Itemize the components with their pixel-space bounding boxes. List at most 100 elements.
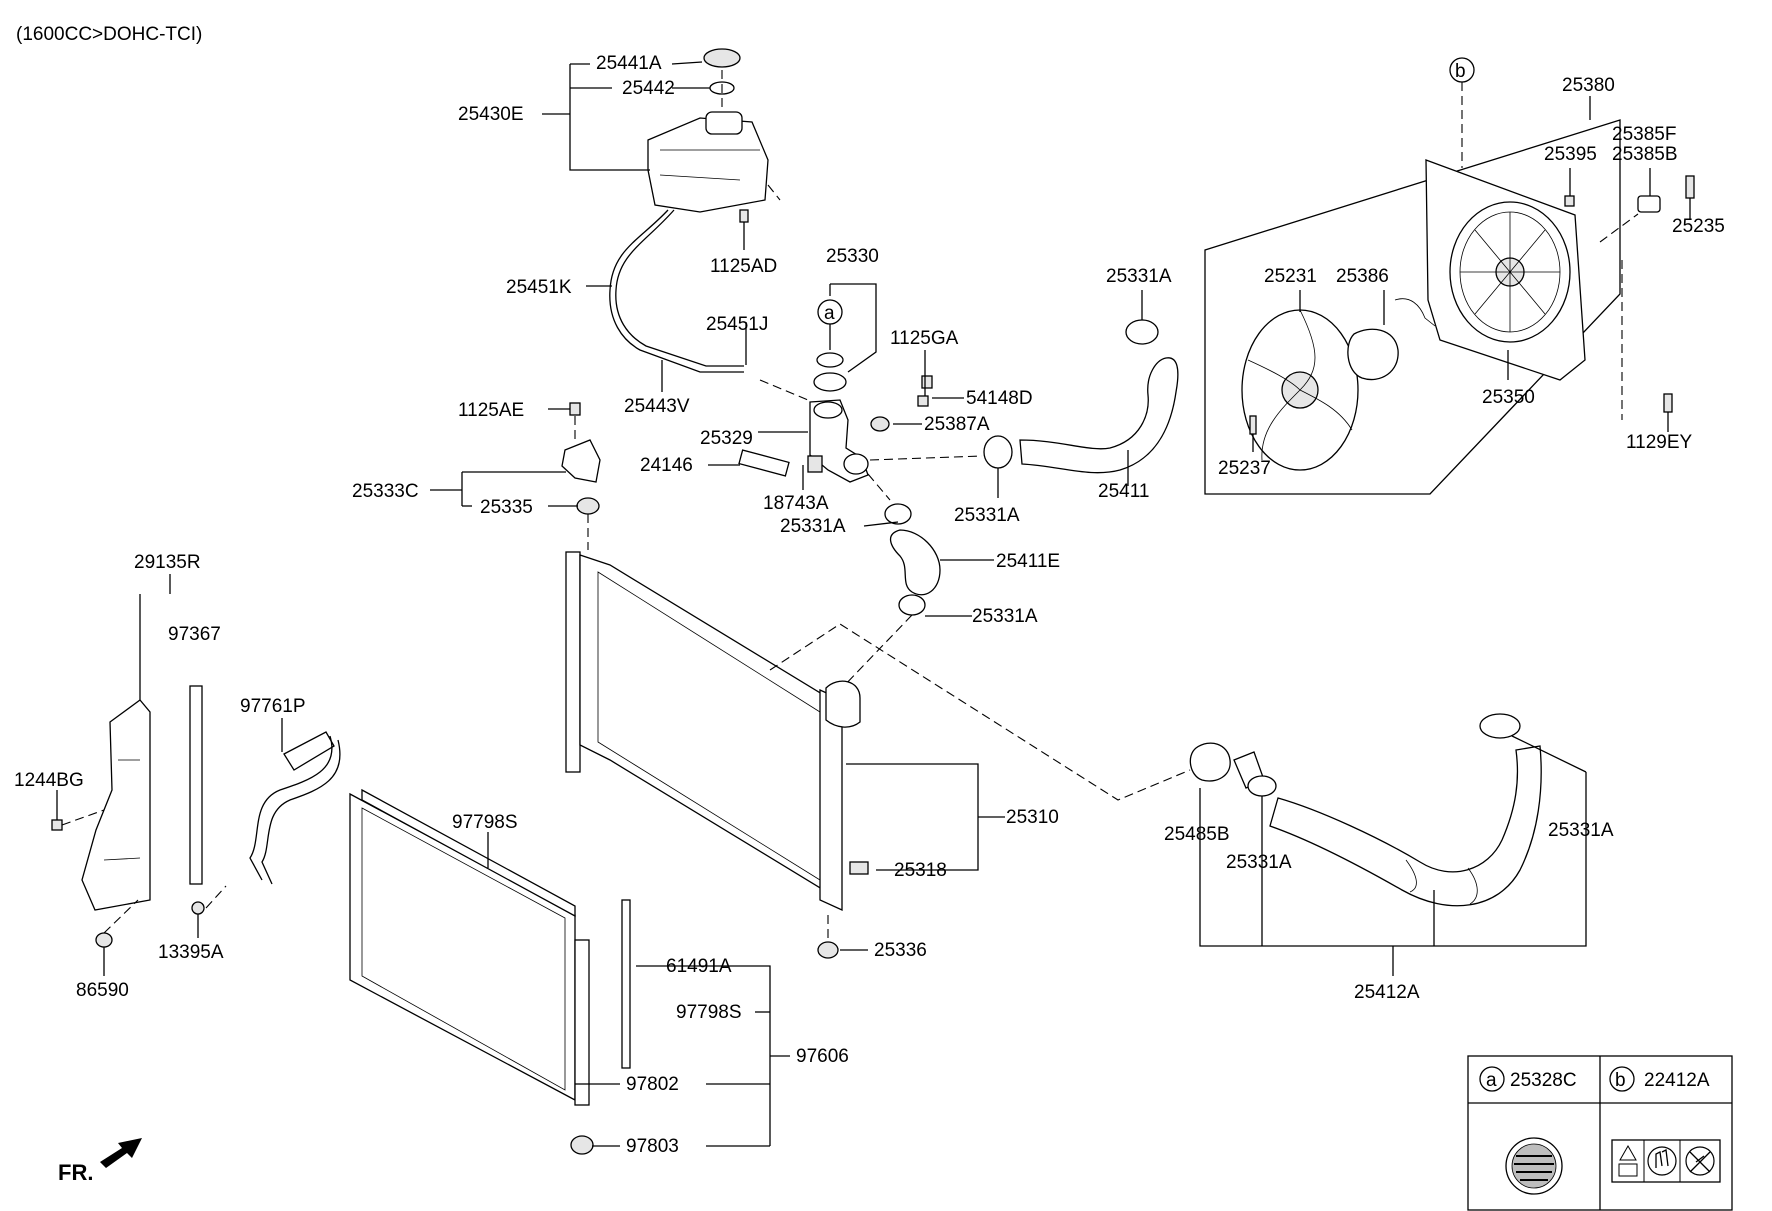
condenser-outline <box>349 792 576 1102</box>
callout-b-letter: b <box>1455 61 1466 82</box>
label-54148d: 54148D <box>966 388 1033 409</box>
reservoir-cap-shape <box>703 48 741 68</box>
air-guard-29135r-shape <box>81 699 151 911</box>
bracket-24146-shape <box>738 449 790 477</box>
leader-clamp-right <box>1511 735 1587 773</box>
label-97803: 97803 <box>626 1136 679 1157</box>
label-97367: 97367 <box>168 624 221 645</box>
reservoir-detail <box>659 149 760 181</box>
hose-25412a-bands <box>1405 859 1478 905</box>
label-25237: 25237 <box>1218 458 1271 479</box>
label-25412a: 25412A <box>1354 982 1420 1003</box>
label-25336: 25336 <box>874 940 927 961</box>
fan-assembly-box <box>1204 119 1621 495</box>
pipe-97761p-a <box>249 735 333 881</box>
bolt-1244bg-shape <box>51 819 63 831</box>
reservoir-assembly <box>542 48 781 250</box>
radiator-lower-dash <box>769 623 1191 801</box>
label-1125ae: 1125AE <box>458 400 524 421</box>
cap-97803-shape <box>570 1135 594 1155</box>
hose-joint-25485b-shape <box>1189 742 1231 782</box>
leader-clamp-housing <box>863 521 899 527</box>
left-side-parts <box>51 574 341 976</box>
label-25331a-6: 25331A <box>1548 820 1614 841</box>
fan-blade-lines <box>1247 309 1353 461</box>
gasket-shape <box>816 352 844 368</box>
bolt-1244bg-dash <box>61 809 105 826</box>
label-25385b: 25385B <box>1612 144 1678 165</box>
legend-a-code: 25328C <box>1510 1070 1577 1091</box>
label-25380: 25380 <box>1562 75 1615 96</box>
hose-25411e-shape <box>889 529 941 596</box>
hose-radiator-dash <box>839 614 913 691</box>
label-97761p: 97761P <box>240 696 306 717</box>
label-86590: 86590 <box>76 980 129 1001</box>
screw-25237-shape <box>1249 415 1257 435</box>
label-25331a-4: 25331A <box>972 606 1038 627</box>
fan-motor-25386-shape <box>1347 328 1399 381</box>
label-25442: 25442 <box>622 78 675 99</box>
label-61491a: 61491A <box>666 956 732 977</box>
pipe-97761p-b <box>261 739 341 885</box>
label-25333c: 25333C <box>352 481 419 502</box>
label-13395a: 13395A <box>158 942 224 963</box>
drain-plug-25318-shape <box>849 861 869 875</box>
resistor-dash <box>1599 213 1639 243</box>
reservoir-neck-shape <box>705 111 743 135</box>
clamp-lower-right-shape <box>1479 713 1521 739</box>
label-97606: 97606 <box>796 1046 849 1067</box>
label-25441a: 25441A <box>596 53 662 74</box>
nut-86590-shape <box>95 932 113 948</box>
seal-61491a-shape <box>621 899 631 1069</box>
clamp-housing-shape <box>884 503 912 525</box>
engine-spec-text: (1600CC>DOHC-TCI) <box>16 24 202 45</box>
label-25329: 25329 <box>700 428 753 449</box>
legend-b-letter: b <box>1615 1070 1626 1091</box>
reservoir-dash <box>721 70 781 201</box>
legend-a-letter: a <box>1486 1070 1497 1091</box>
part-labels: 25441A 25442 25430E 1125AD 25451K 25330 … <box>14 53 1725 1157</box>
label-18743a: 18743A <box>763 493 829 514</box>
label-25411: 25411 <box>1098 481 1149 502</box>
condenser-inner <box>361 807 566 1091</box>
label-25330: 25330 <box>826 246 879 267</box>
sensor-18743a-shape <box>807 455 823 473</box>
radiator-inlet <box>825 680 861 728</box>
fan-assembly: b <box>1204 57 1695 495</box>
clamp-top-shape <box>1125 319 1159 345</box>
bracket-97606 <box>636 965 771 1146</box>
housing-hose-dash <box>869 455 983 461</box>
warning-label-icon <box>1611 1139 1721 1183</box>
legend-table: a 25328C b 22412A <box>1467 1055 1733 1211</box>
coolant-label-icon <box>1505 1137 1563 1195</box>
lower-hoses <box>1189 713 1587 976</box>
label-25331a-2: 25331A <box>954 505 1020 526</box>
bolt-1125ad-shape <box>739 209 749 223</box>
condenser-assembly <box>349 788 790 1155</box>
mount-bracket-group <box>430 402 601 550</box>
label-25485b: 25485B <box>1164 824 1230 845</box>
label-25385f: 25385F <box>1612 124 1676 145</box>
label-25331a-3: 25331A <box>780 516 846 537</box>
label-25310: 25310 <box>1006 807 1059 828</box>
bracket-25310 <box>846 763 979 871</box>
label-29135r: 29135R <box>134 552 201 573</box>
label-25331a-5: 25331A <box>1226 852 1292 873</box>
radiator-core-outline <box>579 554 841 902</box>
bracket-25430e <box>569 64 650 171</box>
thermostat-group: a <box>708 283 983 501</box>
clamp-bottom-shape <box>898 594 926 616</box>
clamp-lower-left-shape <box>1247 775 1277 797</box>
hose-25451k <box>609 209 744 373</box>
seal-97367-shape <box>189 685 203 885</box>
bolt-1125ae-shape <box>569 402 581 416</box>
shroud-spokes <box>1460 212 1560 332</box>
label-25331a-1: 25331A <box>1106 266 1172 287</box>
front-direction-indicator: FR. <box>58 1138 142 1185</box>
hose-25411-shape <box>1019 357 1179 474</box>
seal-97798s-shape <box>361 788 576 918</box>
label-25386: 25386 <box>1336 266 1389 287</box>
radiator-left-tank-edge <box>565 551 581 773</box>
radiator-assembly <box>565 551 1191 959</box>
